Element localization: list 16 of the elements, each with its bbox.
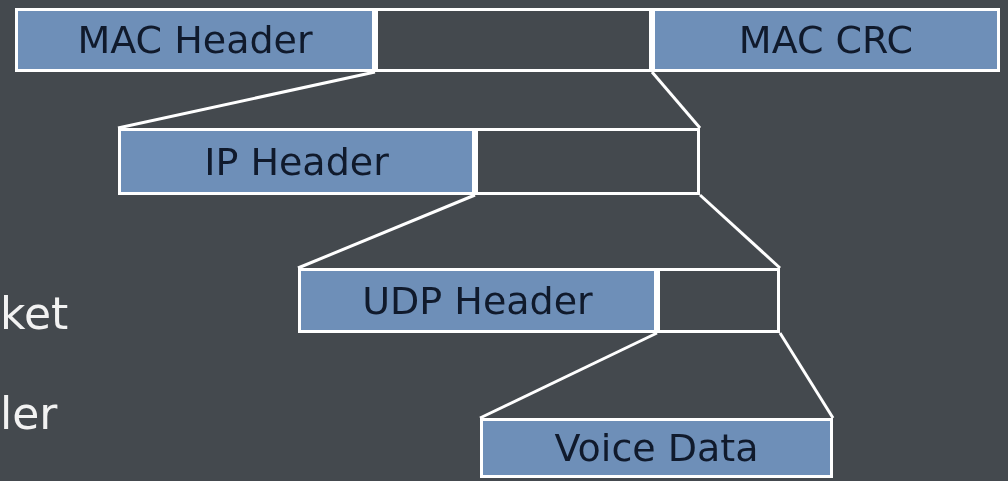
connector-line <box>117 70 376 130</box>
header-field-box: IP Header <box>118 128 475 195</box>
connector-line <box>650 71 702 129</box>
header-field-box: MAC CRC <box>652 8 1000 72</box>
payload-box <box>657 268 780 333</box>
payload-box <box>375 8 652 72</box>
connector-line <box>778 332 835 419</box>
payload-box <box>475 128 700 195</box>
connector-line <box>479 331 658 420</box>
header-field-box: Voice Data <box>480 418 833 478</box>
partial-text: ler <box>0 392 58 436</box>
header-field-box: UDP Header <box>298 268 657 333</box>
header-field-box: MAC Header <box>15 8 375 72</box>
partial-text: ket <box>0 292 69 336</box>
connector-line <box>297 193 476 270</box>
connector-line <box>699 193 781 270</box>
